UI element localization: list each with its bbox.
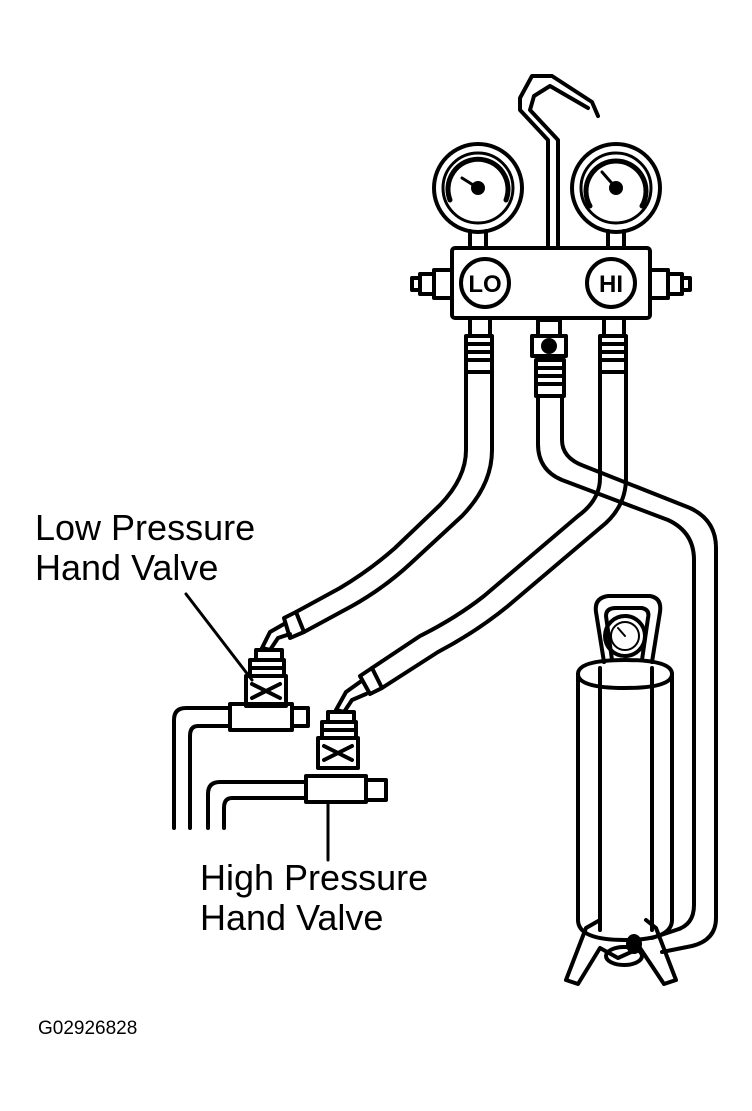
gauge-hi-label: HI (599, 271, 623, 298)
low-side-hose (294, 370, 494, 634)
low-side-gauge (432, 142, 524, 250)
charging-hose (536, 394, 718, 954)
gauge-lo-label: LO (468, 271, 501, 298)
high-valve-label-line-1: High Pressure (200, 857, 429, 898)
low-valve-label-line-1: Low Pressure (35, 507, 256, 548)
high-valve-label-line-2: Hand Valve (200, 897, 384, 939)
low-hose-end (260, 610, 306, 652)
low-valve-leader (184, 592, 254, 682)
high-hose-end (334, 666, 384, 714)
high-side-hose (370, 370, 628, 690)
low-valve-label-line-2: Hand Valve (35, 547, 219, 589)
high-side-gauge (570, 142, 662, 250)
manifold-port-fittings (464, 316, 628, 398)
manifold-block (410, 246, 692, 320)
refrigerant-tank (564, 594, 678, 986)
low-pressure-hand-valve-label: Low Pressure Hand Valve (35, 507, 256, 589)
figure-code: G02926828 (38, 1018, 138, 1039)
low-pressure-hand-valve (172, 648, 310, 830)
high-pressure-hand-valve (206, 710, 388, 830)
manifold-hook (518, 74, 600, 250)
high-pressure-hand-valve-label: High Pressure Hand Valve (200, 857, 429, 939)
